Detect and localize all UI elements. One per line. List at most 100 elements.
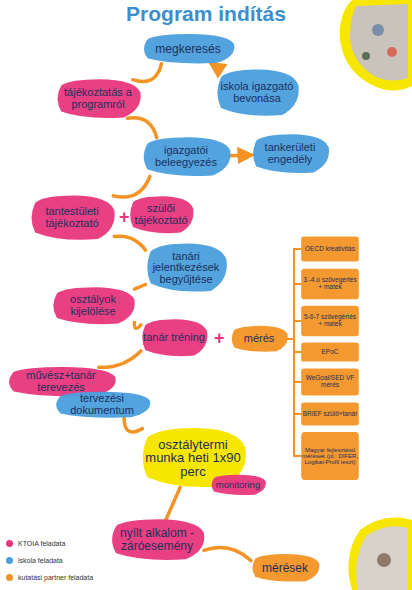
photo-detail xyxy=(377,553,391,567)
node-label: tankerületi engedély xyxy=(252,142,328,165)
photo-blob xyxy=(340,0,412,91)
node-text-group: OECD kreativitás xyxy=(305,246,355,253)
node-text-group: tantestületi tájékoztató xyxy=(30,206,114,229)
legend-swatch xyxy=(6,574,13,581)
task-blob: iskola igazgató bevonása xyxy=(212,68,302,118)
node-text-group: művész+tanár terevezés xyxy=(6,370,116,393)
flow-connector xyxy=(99,351,141,367)
flow-connector xyxy=(230,153,251,157)
task-blob: tanári jelentkezések begyűjtése xyxy=(142,242,230,294)
measure-box: mérés xyxy=(228,325,290,353)
node-label: 5-6-7 szövegértés + matek xyxy=(302,314,358,328)
node-text-group: tájékoztatás a programról xyxy=(56,87,140,110)
measure-box: OECD kreativitás xyxy=(300,236,360,262)
node-text-group: EPoC xyxy=(322,349,339,356)
node-text-group: BRIEF szülő+tanár xyxy=(303,411,358,418)
node-fill xyxy=(301,237,359,262)
flow-connector xyxy=(114,236,145,250)
task-blob: igazgatói beleegyezés xyxy=(138,136,234,178)
measure-box: EPoC xyxy=(300,342,360,362)
measure-box: mérések xyxy=(248,553,322,583)
node-label: mérés xyxy=(244,333,275,345)
node-label: monitoring xyxy=(216,480,260,490)
node-fill xyxy=(301,342,359,361)
node-text-group: 5-6-7 szövegértés + matek xyxy=(302,314,358,328)
plus-sign: + xyxy=(119,207,130,228)
node-label: tanári jelentkezések begyűjtése xyxy=(146,251,226,286)
photo-image xyxy=(356,526,408,590)
node-fill xyxy=(301,269,359,300)
node-label: OECD kreativitás xyxy=(305,246,355,253)
flow-connector xyxy=(124,418,142,432)
node-label: osztálytermi munka heti 1x90 perc xyxy=(140,438,246,479)
photo-detail xyxy=(372,24,384,36)
node-text-group: 3.-4.o szövegértés + matek xyxy=(302,277,358,291)
task-blob: szülői tájékoztató xyxy=(126,195,196,235)
node-fill xyxy=(301,402,359,425)
node-label: mérések xyxy=(262,562,308,575)
node-label: osztályok kijelölése xyxy=(52,294,134,317)
node-label: 3.-4.o szövegértés + matek xyxy=(302,277,358,291)
flow-connector xyxy=(204,548,251,561)
flow-connector xyxy=(288,321,301,339)
flow-connector xyxy=(166,487,180,519)
task-blob: osztályok kijelölése xyxy=(48,286,138,326)
node-text-group: osztályok kijelölése xyxy=(52,294,134,317)
flow-connector xyxy=(127,118,156,138)
flow-connector xyxy=(113,176,150,197)
node-label: szülői tájékoztató xyxy=(130,203,192,226)
node-label: Magyar fejlesztésű mérések (pl.: DIFER, … xyxy=(302,447,358,466)
flow-connector xyxy=(133,64,162,82)
legend-text: iskola feladata xyxy=(18,557,63,564)
legend-swatch xyxy=(6,540,13,547)
legend-text: kutatási partner feladata xyxy=(18,574,93,581)
node-fill xyxy=(252,554,319,582)
node-text-group: WeGoal/SED VF mérés xyxy=(302,375,358,389)
node-fill xyxy=(142,319,207,356)
node-text-group: monitoring xyxy=(216,480,260,490)
node-fill xyxy=(212,475,266,495)
task-blob: monitoring xyxy=(208,474,268,496)
task-blob: tervezési dokumentum xyxy=(50,391,154,419)
task-blob: tantestületi tájékoztató xyxy=(26,194,118,242)
node-fill xyxy=(130,196,193,233)
diagram-title: Program indítás xyxy=(0,2,412,26)
node-text-group: Magyar fejlesztésű mérések (pl.: DIFER, … xyxy=(302,447,358,466)
flow-connector xyxy=(134,322,141,328)
node-fill xyxy=(301,369,359,396)
flow-connector xyxy=(134,285,145,290)
measure-box: 5-6-7 szövegértés + matek xyxy=(300,305,360,337)
node-text-group: igazgatói beleegyezés xyxy=(142,145,230,168)
node-fill xyxy=(144,34,234,64)
photo-blob xyxy=(348,518,412,590)
task-blob: tájékoztatás a programról xyxy=(52,78,144,120)
measure-box: Magyar fejlesztésű mérések (pl.: DIFER, … xyxy=(300,431,360,481)
node-text-group: tervezési dokumentum xyxy=(54,393,150,416)
legend-row: KTOIA feladata xyxy=(6,540,65,547)
node-text-group: iskola igazgató bevonása xyxy=(216,81,298,104)
node-text-group: tanár tréning xyxy=(143,332,205,344)
legend-text: KTOIA feladata xyxy=(18,540,65,547)
node-text-group: nyílt alkalom - záróesemény xyxy=(110,527,204,552)
flow-connector xyxy=(288,249,301,339)
legend-row: iskola feladata xyxy=(6,557,63,564)
task-blob: tanár tréning xyxy=(138,318,210,358)
node-label: tájékoztatás a programról xyxy=(56,87,140,110)
node-text-group: tanári jelentkezések begyűjtése xyxy=(146,251,226,286)
node-text-group: osztálytermi munka heti 1x90 perc xyxy=(140,438,246,479)
node-label: iskola igazgató bevonása xyxy=(216,81,298,104)
flow-connector xyxy=(211,64,221,70)
node-fill xyxy=(232,326,288,352)
measure-box: 3.-4.o szövegértés + matek xyxy=(300,268,360,300)
task-blob: megkeresés xyxy=(138,33,238,65)
node-label: BRIEF szülő+tanár xyxy=(303,411,358,418)
node-label: nyílt alkalom - záróesemény xyxy=(110,527,204,552)
node-text-group: megkeresés xyxy=(155,43,220,56)
measure-box: BRIEF szülő+tanár xyxy=(300,402,360,426)
node-label: WeGoal/SED VF mérés xyxy=(302,375,358,389)
measure-box: WeGoal/SED VF mérés xyxy=(300,368,360,396)
legend-swatch xyxy=(6,557,13,564)
node-text-group: mérések xyxy=(262,562,308,575)
node-label: EPoC xyxy=(322,349,339,356)
